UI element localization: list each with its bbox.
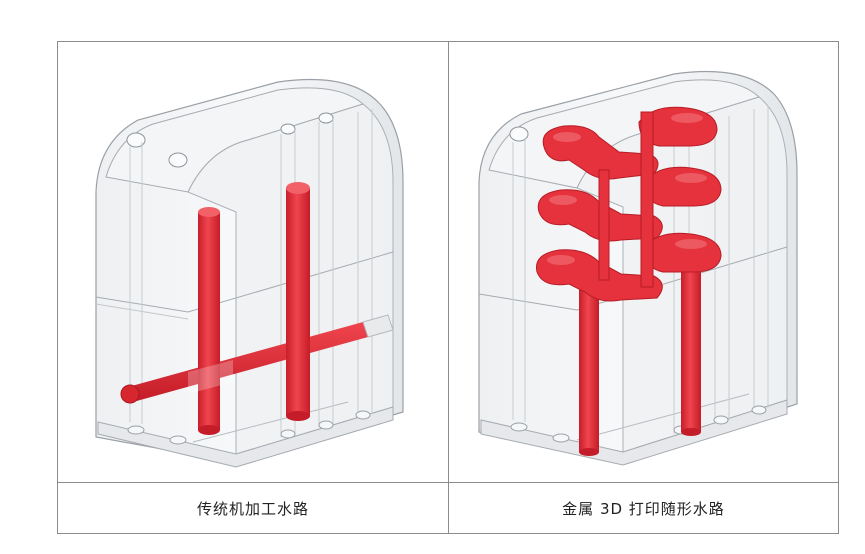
caption-conventional: 传统机加工水路 <box>58 482 448 534</box>
caption-3d-printed: 金属 3D 打印随形水路 <box>449 482 838 534</box>
panel-conventional: 传统机加工水路 <box>58 42 449 533</box>
panel-3d-printed: 金属 3D 打印随形水路 <box>449 42 838 533</box>
comparison-figure: 传统机加工水路 <box>57 41 839 534</box>
conventional-mold-render <box>58 42 448 482</box>
conformal-mold-render <box>449 42 838 482</box>
vertical-channel-1 <box>198 207 220 435</box>
vertical-channel-2 <box>286 182 310 421</box>
